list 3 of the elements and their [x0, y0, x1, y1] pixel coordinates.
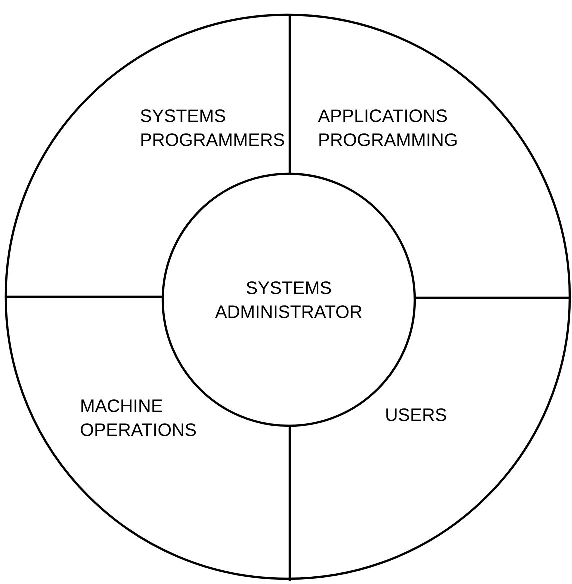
- sector-label: SYSTEMS PROGRAMMERS: [141, 110, 284, 146]
- outer-circle: [4, 14, 572, 580]
- sector-label: APPLICATIONS PROGRAMMING: [318, 110, 457, 146]
